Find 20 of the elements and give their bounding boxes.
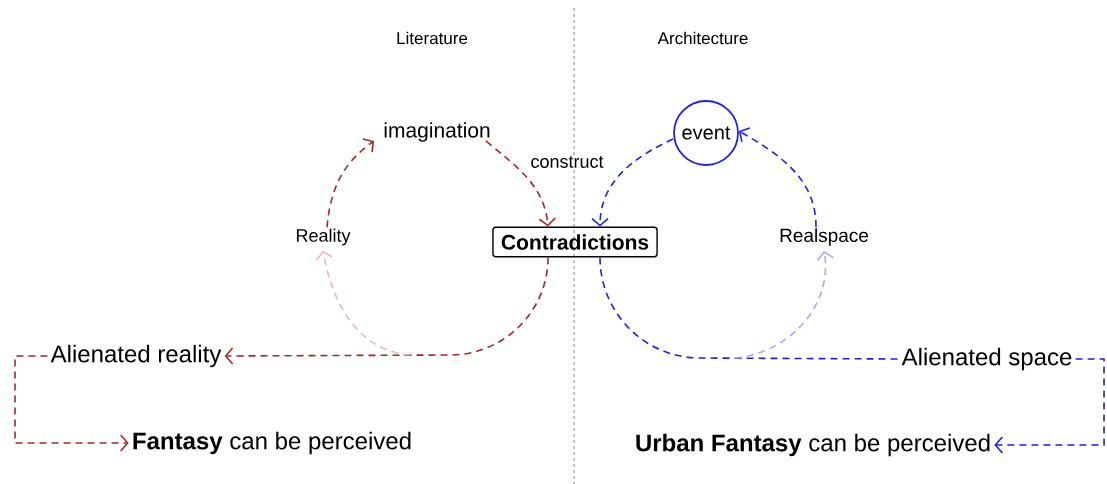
- node-text: Realspace: [780, 228, 869, 246]
- arrow: [738, 127, 817, 228]
- node-text: Fantasy can be perceived: [133, 431, 411, 455]
- column-heading: Architecture: [657, 31, 748, 45]
- node-text: imagination: [384, 122, 490, 142]
- node-text: Urban Fantasy can be perceived: [636, 433, 990, 457]
- arrow: [315, 250, 411, 356]
- arrow: [734, 251, 835, 359]
- node-text: Alienated space: [901, 347, 1072, 371]
- arrow: [14, 355, 129, 452]
- column-heading: Literature: [397, 31, 468, 45]
- arrow: [591, 138, 674, 227]
- process-box: Contradictions: [492, 226, 658, 258]
- arrow: [224, 256, 549, 365]
- arrow: [485, 140, 557, 227]
- node-text: Reality: [296, 228, 351, 246]
- edge-label: construct: [529, 155, 605, 169]
- node-text: Alienated reality: [50, 344, 222, 368]
- arrow: [326, 138, 375, 229]
- arrow: [994, 358, 1105, 454]
